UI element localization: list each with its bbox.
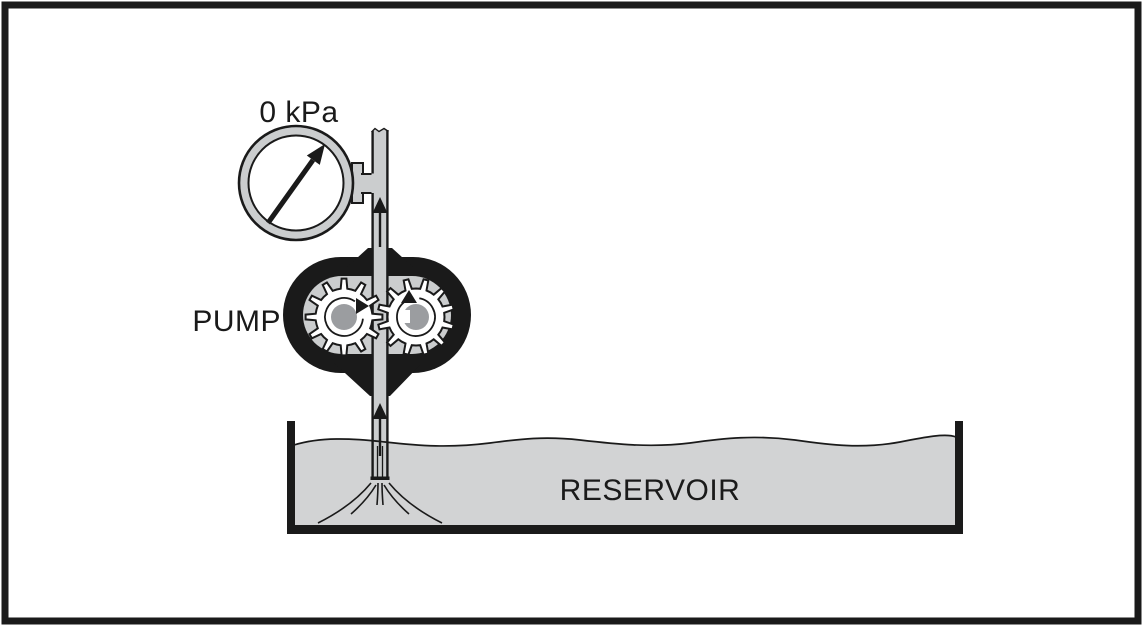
pipe-body bbox=[371, 128, 389, 479]
water-surface-line bbox=[293, 434, 957, 447]
gauge-reading-label: 0 kPa bbox=[259, 96, 338, 129]
flow-arrow-lower bbox=[372, 403, 388, 456]
pipe-top-break-line bbox=[371, 127, 389, 133]
flow-arrowhead-upper bbox=[372, 197, 388, 213]
gear-left-rotation-arc bbox=[324, 297, 364, 337]
gear-right-rotation-arrow bbox=[401, 290, 417, 303]
reservoir-water bbox=[294, 435, 956, 525]
suction-streamlines bbox=[317, 482, 443, 524]
gauge-needle-head bbox=[306, 144, 325, 165]
gear-left-hub bbox=[331, 304, 357, 330]
gear-right-rotation-arc bbox=[396, 297, 436, 337]
reservoir-wall-right bbox=[955, 421, 963, 533]
gauge-connector-pipe bbox=[361, 174, 374, 193]
gear-right-keyway bbox=[399, 310, 410, 323]
flow-arrows bbox=[372, 197, 388, 456]
flow-arrow-upper bbox=[372, 197, 388, 247]
reservoir: RESERVOIR bbox=[287, 421, 963, 534]
reservoir-wall-left bbox=[287, 421, 295, 533]
flow-arrowhead-lower bbox=[372, 403, 388, 419]
reservoir-label: RESERVOIR bbox=[560, 474, 741, 507]
pipe-inner-streamlines bbox=[376, 446, 384, 478]
gear-left-rotation-arrow bbox=[356, 298, 369, 314]
pump-label: PUMP bbox=[192, 305, 281, 338]
gauge-needle bbox=[265, 158, 316, 225]
reservoir-floor bbox=[287, 525, 963, 534]
suction-pipe bbox=[370, 127, 390, 480]
pressure-gauge bbox=[237, 124, 355, 242]
pump-gears bbox=[304, 277, 455, 357]
